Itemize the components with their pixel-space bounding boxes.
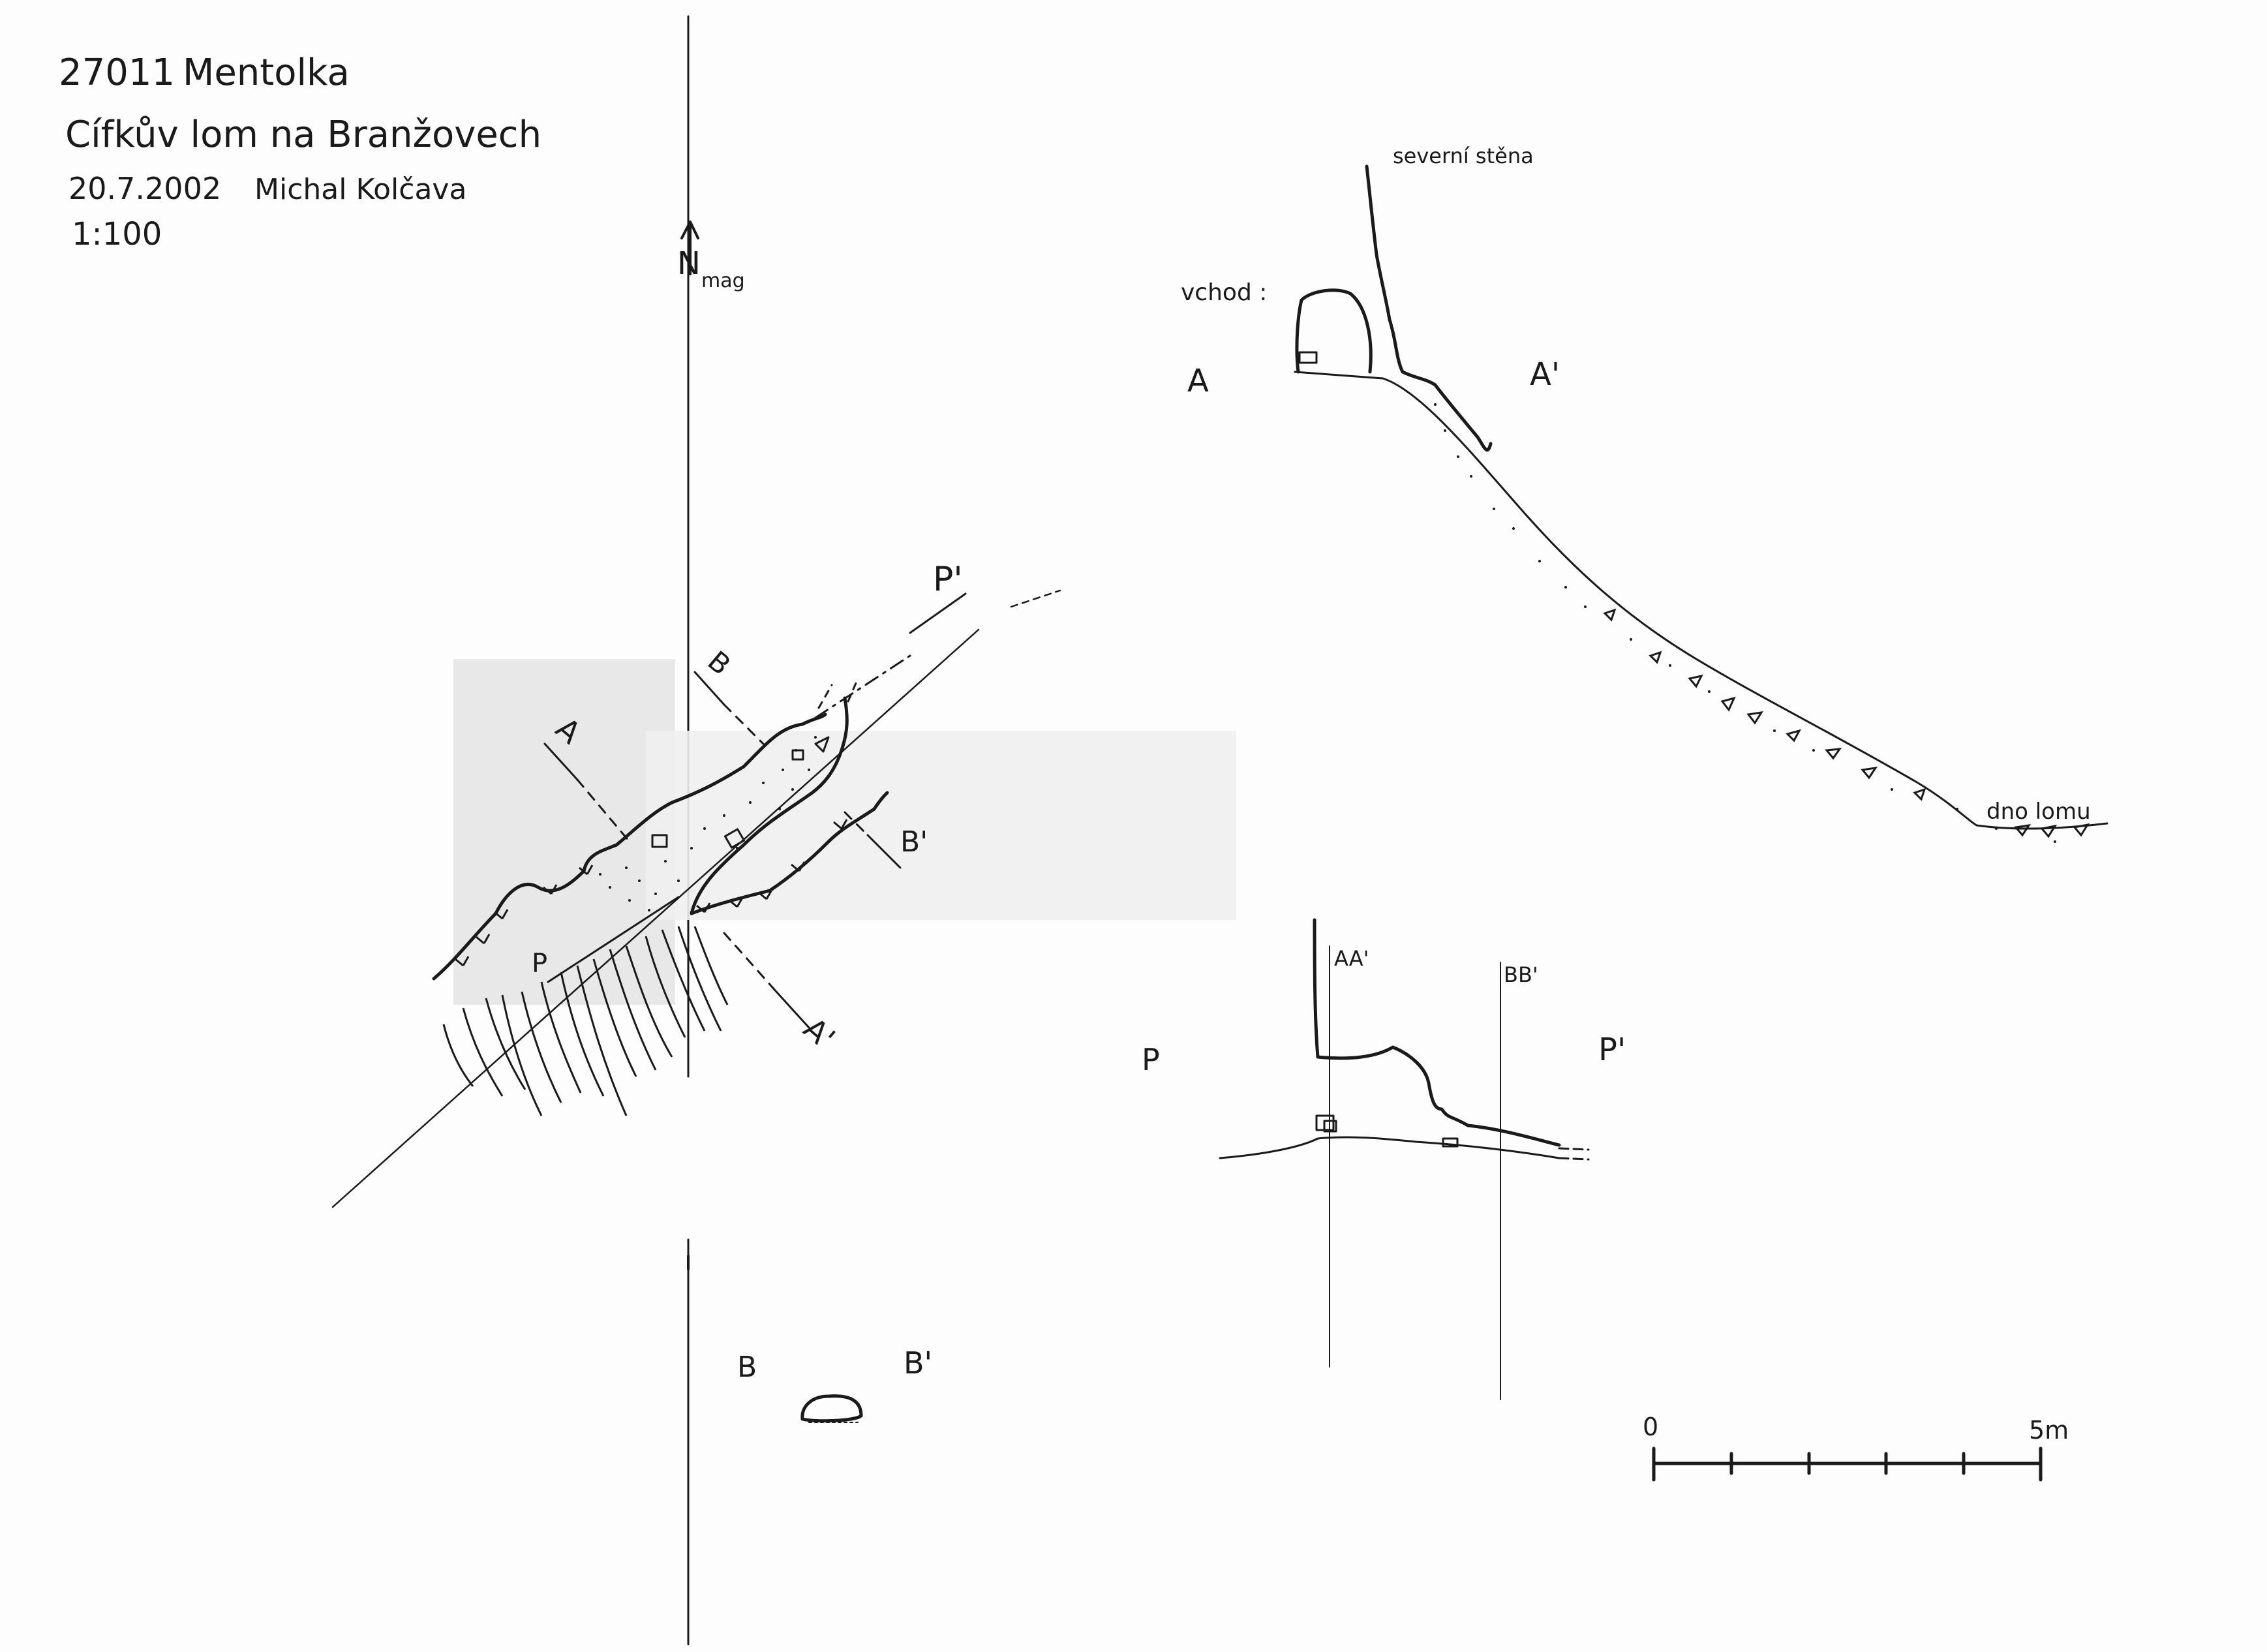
profile-floor: [1219, 1136, 1560, 1159]
cross-section-AA: A A' vchod : severní stěna dno lomu: [1181, 144, 2108, 843]
plan-label-A-prime: A': [797, 1011, 842, 1056]
section-B-prime-label: B': [904, 1345, 932, 1381]
header-block: 27011 Mentolka Cífkův lom na Branžovech …: [59, 52, 541, 252]
entrance-arch: [1295, 288, 1373, 374]
entrance-label: vchod :: [1181, 279, 1267, 306]
locality: Cífkův lom na Branžovech: [65, 114, 541, 156]
north-arrow-icon: N mag: [677, 221, 745, 292]
plan-floor-debris: [599, 736, 830, 911]
section-A-label: A: [1187, 363, 1209, 399]
scale-bar-end: 5m: [2029, 1416, 2069, 1445]
north-wall-label: severní stěna: [1393, 144, 1534, 168]
plan-label-P-prime: P': [933, 560, 963, 599]
cave-name: Mentolka: [183, 52, 350, 94]
profile-marker-BB: BB': [1504, 962, 1538, 987]
plan-shading: [453, 659, 1236, 1005]
plan-label-P: P: [532, 949, 547, 979]
plan-cave-walls: [432, 677, 889, 981]
profile-P-label: P: [1142, 1042, 1160, 1077]
scree-slope-line: [1294, 371, 2108, 830]
survey-date: 20.7.2002: [68, 171, 221, 206]
section-A-prime-label: A': [1530, 356, 1560, 393]
profile-ceiling: [1313, 918, 1561, 1147]
profile-line-PP: P P': [532, 560, 967, 983]
plan-label-B: B: [702, 645, 737, 681]
profile-P-prime-label: P': [1598, 1032, 1626, 1068]
plan-rock-hatching: [442, 926, 729, 1116]
plan-axis-line: [331, 628, 980, 1208]
north-wall-line: [1365, 164, 1493, 452]
plan-label-B-prime: B': [900, 825, 928, 859]
plan-axis-extension: [1010, 589, 1061, 608]
scale-ratio: 1:100: [72, 216, 162, 252]
north-label: N: [677, 245, 701, 282]
profile-marker-AA: AA': [1334, 946, 1369, 971]
surveyor-name: Michal Kolčava: [254, 173, 466, 206]
quarry-floor-label: dno lomu: [1986, 799, 2091, 825]
cross-section-BB: B B': [737, 1345, 932, 1423]
scale-bar-start: 0: [1643, 1413, 1658, 1441]
longitudinal-profile-PP: P P' AA' BB': [1142, 918, 1626, 1400]
scale-bar: 0 5m: [1643, 1413, 2069, 1482]
cave-id: 27011: [59, 52, 175, 94]
north-subscript: mag: [701, 269, 745, 292]
section-B-outline: [800, 1394, 863, 1423]
section-B-label: B: [737, 1351, 757, 1384]
